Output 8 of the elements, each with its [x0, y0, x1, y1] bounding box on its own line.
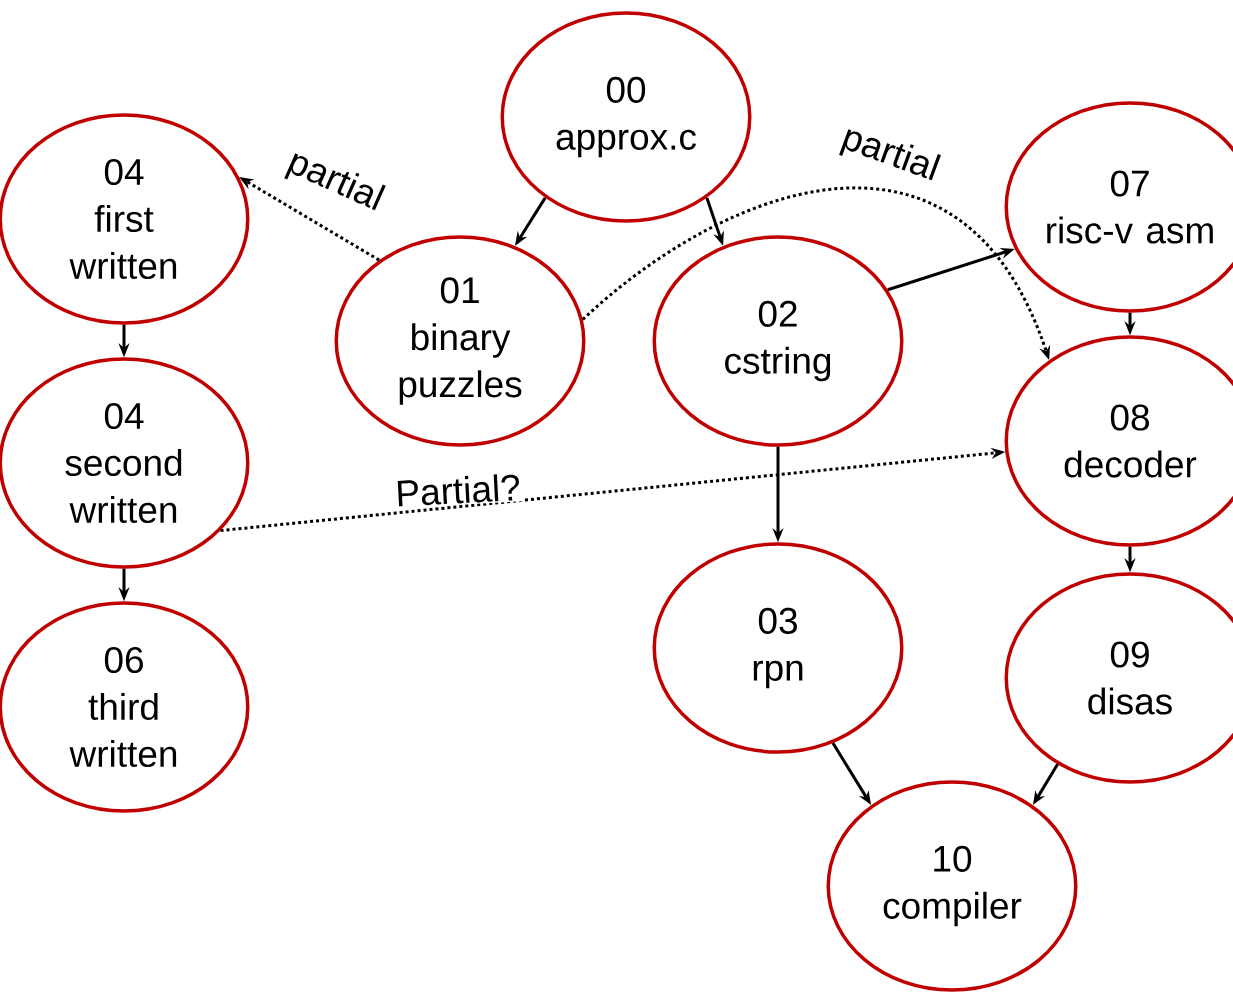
edge-label: partial — [835, 120, 945, 190]
circle-node: 00 approx.c — [500, 11, 752, 223]
edge-label: Partial? — [393, 472, 523, 508]
circle-node: 03 rpn — [652, 542, 904, 754]
circle-node: 01 binary puzzles — [334, 235, 586, 447]
circle-node: 10 compiler — [826, 780, 1078, 992]
edge-label: partial — [280, 144, 390, 220]
circle-node: 02 cstring — [652, 235, 904, 447]
